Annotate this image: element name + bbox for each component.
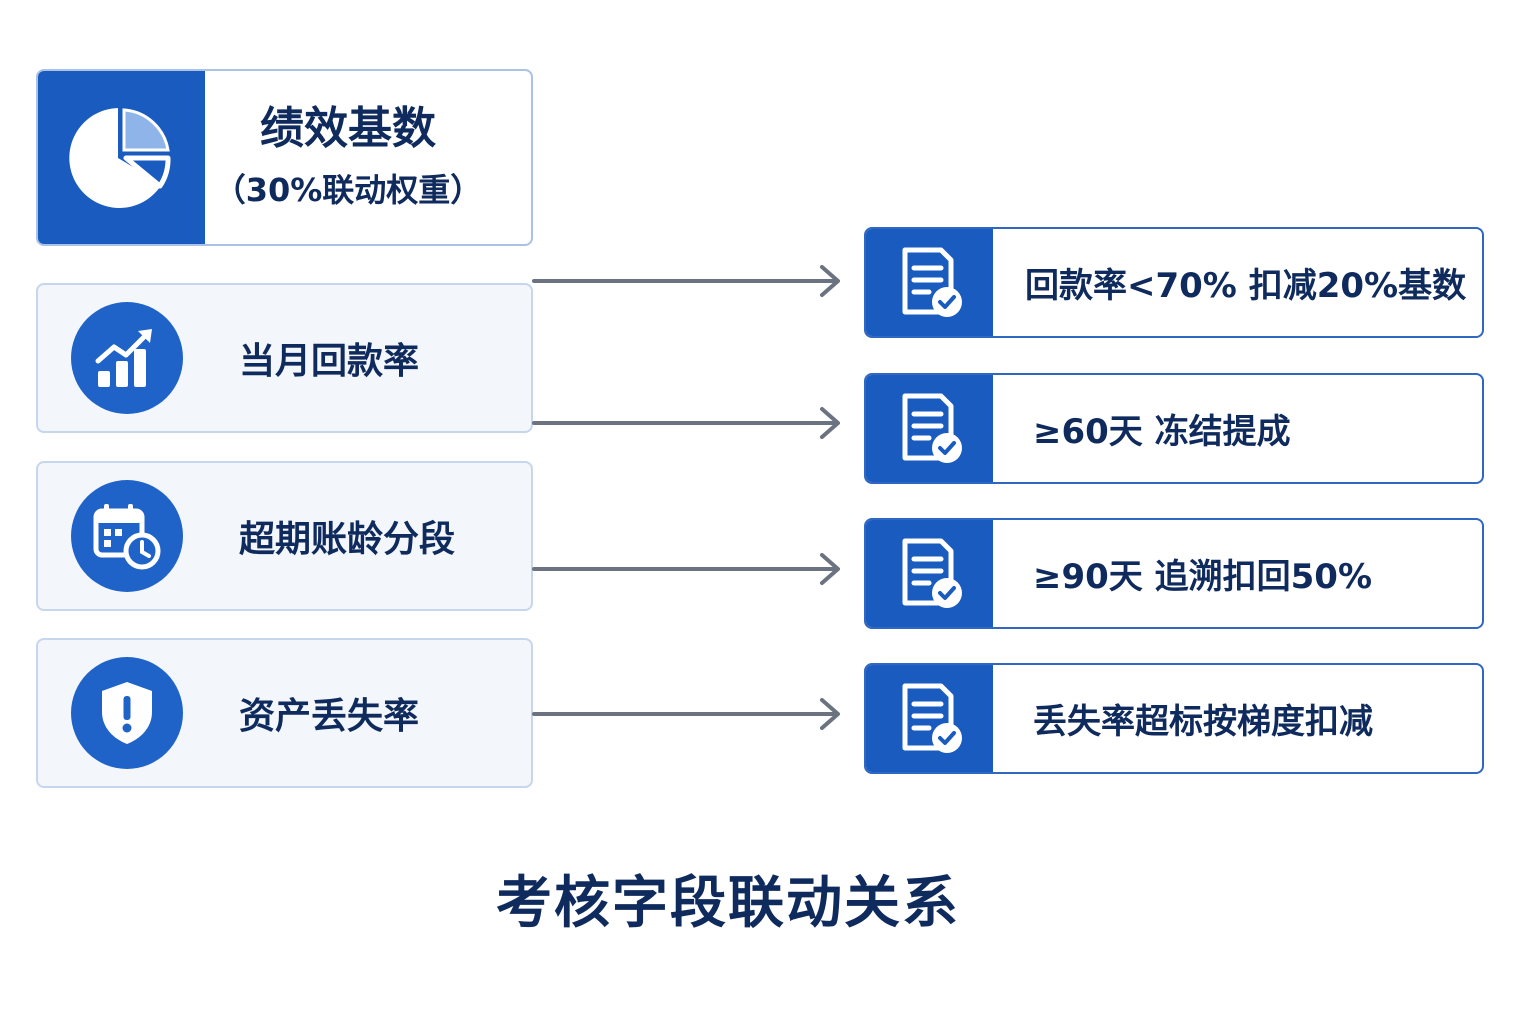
arrow-head-2 — [820, 407, 840, 439]
base-icon-panel — [38, 71, 205, 244]
base-text-panel: 绩效基数 （30%联动权重） — [205, 71, 531, 244]
growth-bar-chart-icon — [95, 329, 152, 387]
rule-card-clawback: ≥90天 追溯扣回50% — [864, 518, 1484, 629]
shield-alert-icon — [102, 682, 152, 744]
metric-label: 超期账龄分段 — [239, 519, 456, 560]
document-check-icon — [902, 538, 962, 608]
rule-label: ≥60天 冻结提成 — [1033, 412, 1291, 452]
performance-base-card: 绩效基数 （30%联动权重） — [36, 69, 533, 246]
rule-card-freeze-commission: ≥60天 冻结提成 — [864, 373, 1484, 484]
diagram-title: 考核字段联动关系 — [496, 871, 960, 936]
metric-card-aging: 超期账龄分段 — [36, 461, 533, 611]
document-check-icon — [902, 393, 962, 463]
document-check-icon — [902, 247, 962, 317]
pie-chart-icon — [68, 107, 171, 208]
metric-label: 当月回款率 — [239, 341, 420, 382]
rule-label: 丢失率超标按梯度扣减 — [1033, 702, 1373, 742]
arrow-head-4 — [820, 698, 840, 730]
metric-card-asset-loss: 资产丢失率 — [36, 638, 533, 788]
rule-label: 回款率<70% 扣减20%基数 — [1025, 266, 1467, 306]
metric-card-collection-rate: 当月回款率 — [36, 283, 533, 433]
metric-label: 资产丢失率 — [239, 696, 420, 737]
document-check-icon — [902, 683, 962, 753]
metric-icon-circle — [71, 657, 183, 769]
rule-label: ≥90天 追溯扣回50% — [1033, 557, 1373, 597]
base-subtitle: （30%联动权重） — [213, 170, 483, 209]
metric-icon-circle — [71, 302, 183, 414]
rule-icon-panel — [866, 229, 993, 336]
rule-icon-panel — [866, 665, 993, 772]
rule-card-loss-tiered-deduction: 丢失率超标按梯度扣减 — [864, 663, 1484, 774]
rule-icon-panel — [866, 375, 993, 482]
metric-icon-circle — [71, 480, 183, 592]
arrow-head-3 — [820, 553, 840, 585]
base-title: 绩效基数 — [260, 103, 436, 155]
arrow-head-1 — [820, 265, 840, 297]
rule-icon-panel — [866, 520, 993, 627]
rule-card-collection-deduction: 回款率<70% 扣减20%基数 — [864, 227, 1484, 338]
calendar-clock-icon — [93, 504, 161, 570]
